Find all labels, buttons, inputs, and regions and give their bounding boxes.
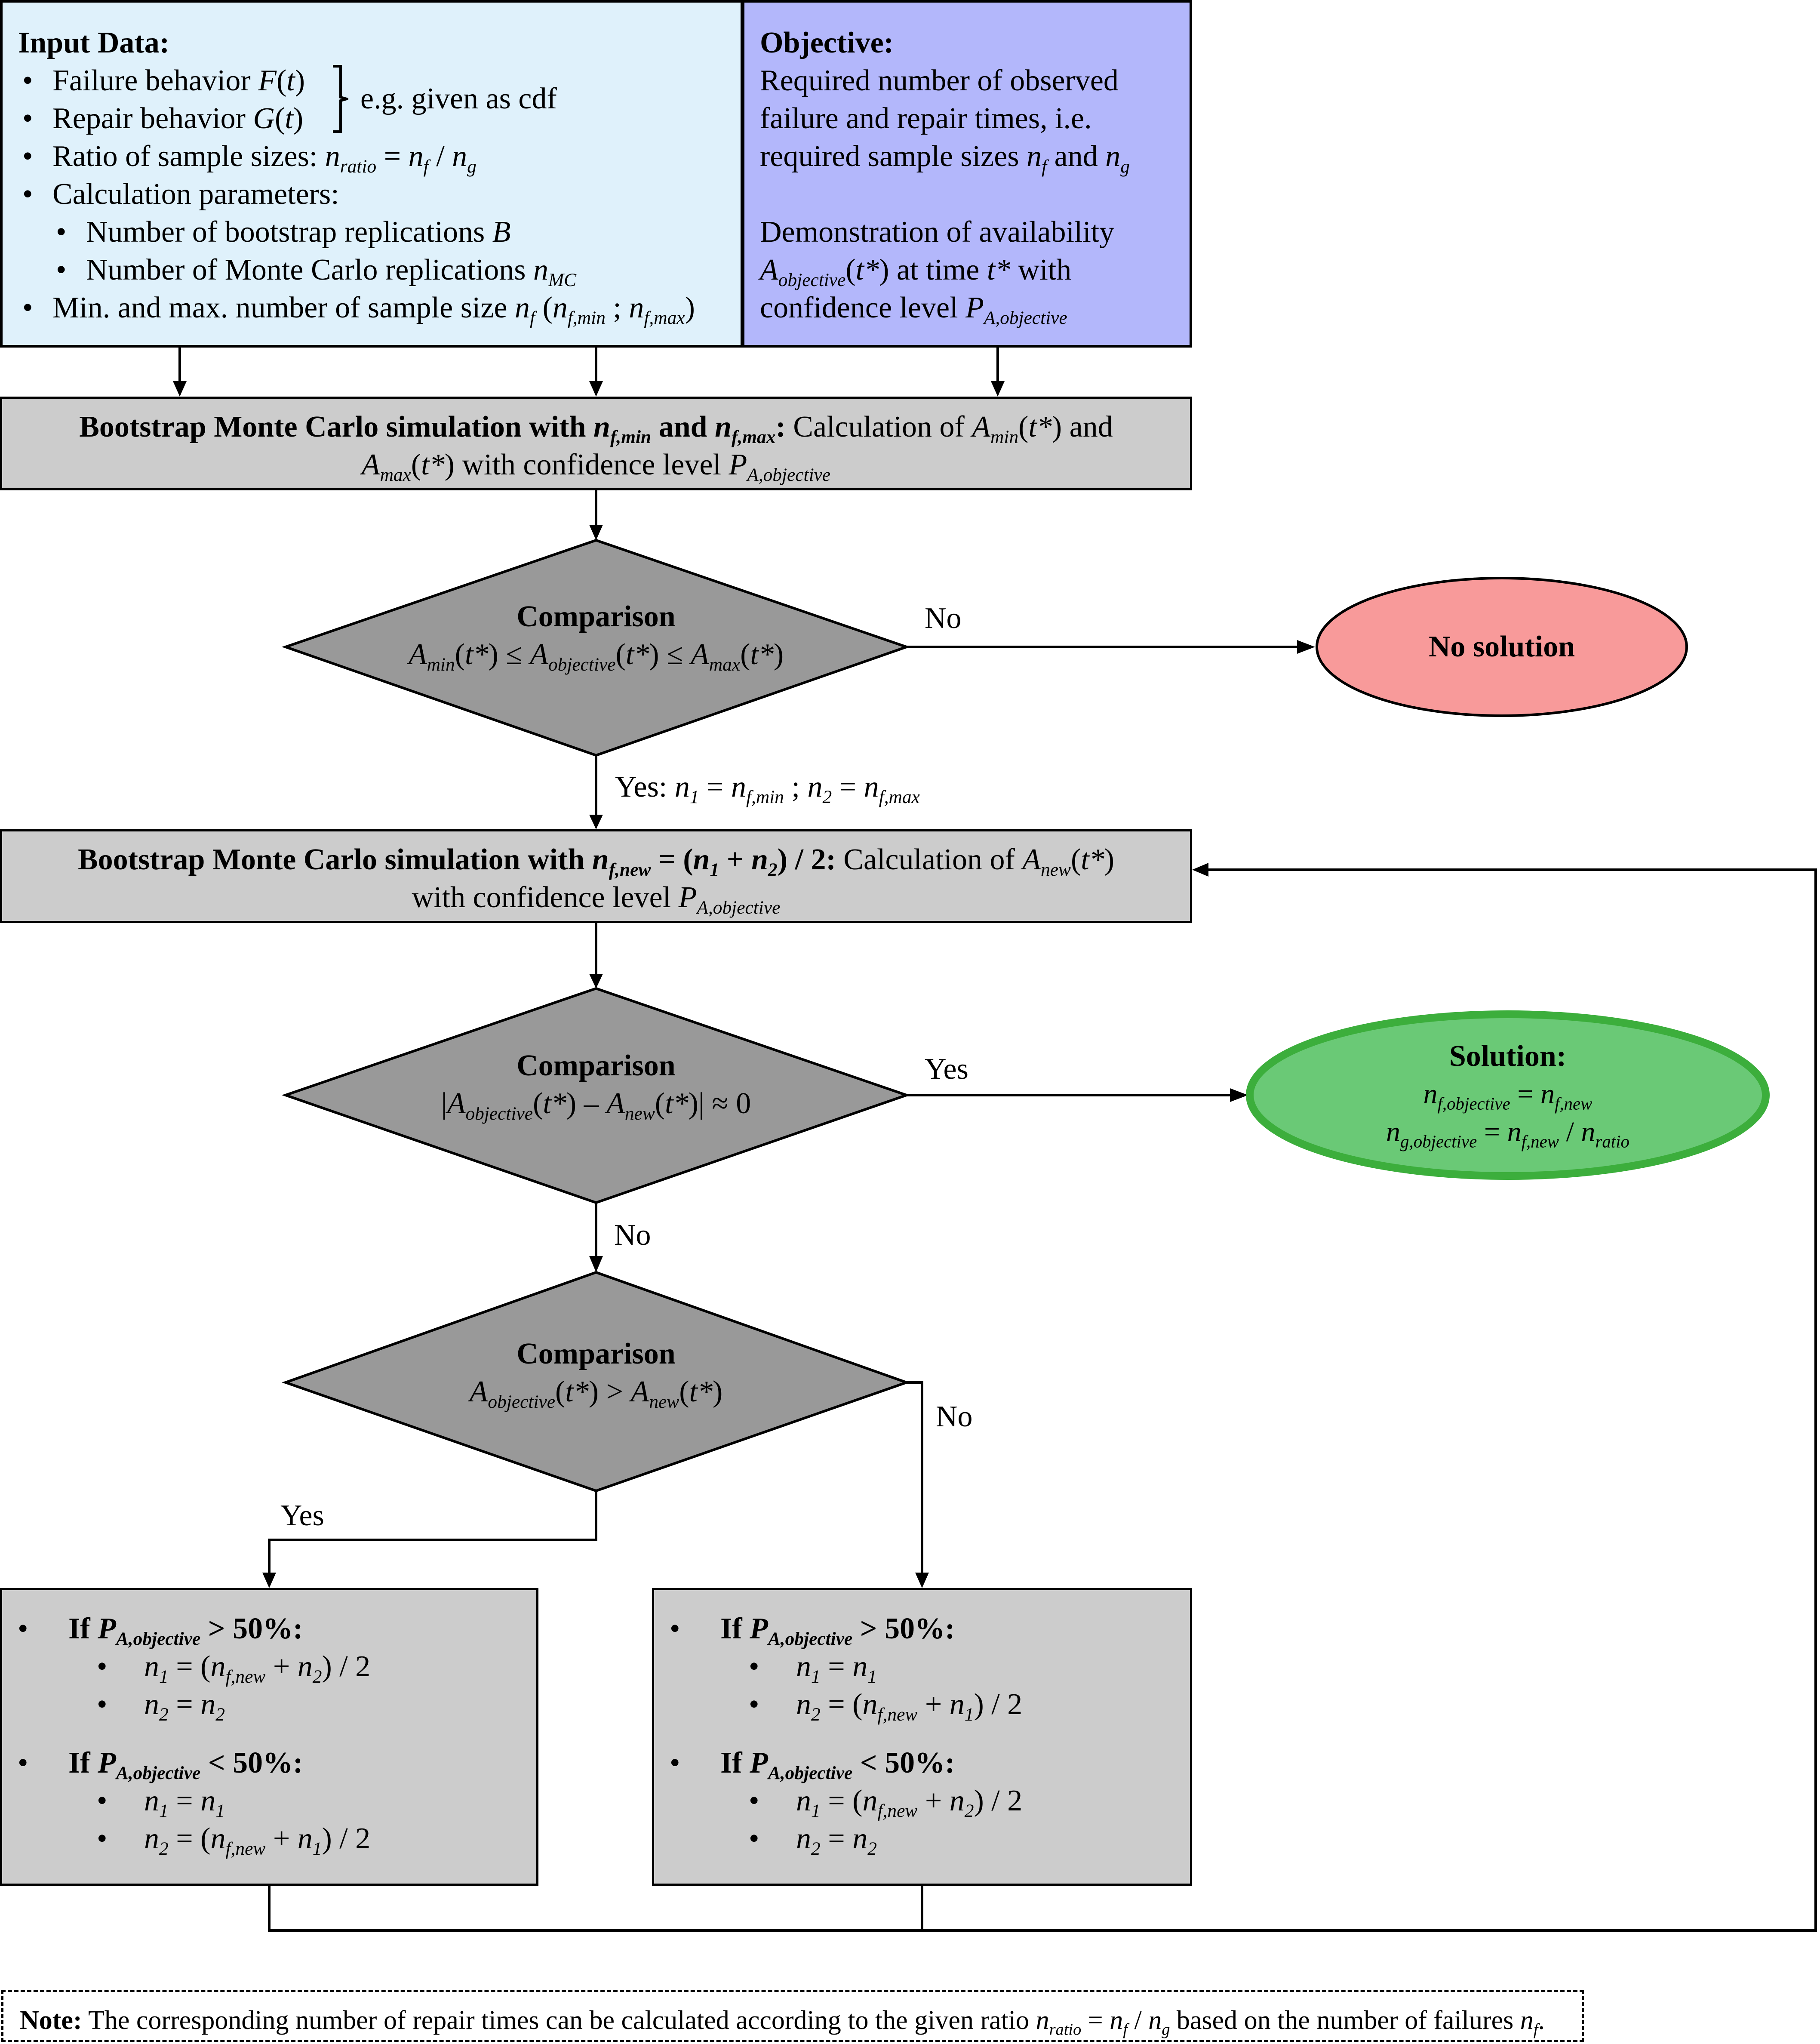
loop-back-line: [268, 868, 1817, 1932]
objective-box: Objective: Required number of observed f…: [743, 0, 1192, 348]
solution-ellipse: [1246, 1010, 1770, 1180]
mc-reps-label: Number of Monte Carlo replications: [86, 253, 526, 286]
step1-bold: Bootstrap Monte Carlo simulation with: [79, 410, 586, 443]
arrowhead: [915, 1573, 929, 1588]
arrowhead: [589, 974, 603, 988]
solution-text: Solution: nf,objective = nf,new ng,objec…: [1386, 1040, 1629, 1151]
objective-and: and: [1054, 140, 1098, 173]
comparison3-yes-label: Yes: [280, 1499, 324, 1532]
repair-behavior-label: Repair behavior: [52, 102, 246, 135]
input-data-box: Input Data: •Failure behavior F(t) •Repa…: [0, 0, 743, 348]
no-solution-label: No solution: [1428, 630, 1575, 663]
comparison1-text: Comparison Amin(t*) ≤ Aobjective(t*) ≤ A…: [408, 600, 784, 675]
comparison2-title: Comparison: [516, 1049, 676, 1082]
update-box-yes: •If PA,objective > 50%: •n1 = (nf,new + …: [0, 1588, 538, 1886]
comparison1-diamond: [281, 539, 911, 757]
step2-conf: with confidence level: [412, 881, 671, 914]
arrow-comparison3-no: [907, 1381, 923, 1573]
decision-shapes: [281, 539, 911, 1493]
brace-note: e.g. given as cdf: [360, 82, 557, 115]
arrowhead: [589, 815, 603, 829]
calc-params-label: Calculation parameters:: [52, 178, 339, 211]
step2-bootstrap-box: Bootstrap Monte Carlo simulation with nf…: [0, 829, 1192, 923]
objective-line3: required sample sizes: [760, 140, 1019, 173]
arrowhead: [589, 525, 603, 540]
step2-calc: Calculation of: [843, 843, 1015, 876]
step1-and2: and: [1069, 410, 1113, 443]
comparison2-no-label: No: [614, 1219, 651, 1252]
objective-line6: confidence level: [760, 291, 958, 324]
min-max-label: Min. and max. number of sample size: [52, 291, 507, 324]
objective-line2: failure and repair times, i.e.: [760, 102, 1092, 135]
arrow-comparison3-yes: [268, 1491, 597, 1573]
arrow-heads: [173, 381, 1315, 1588]
solution-title: Solution:: [1449, 1040, 1567, 1073]
objective-with: with: [1018, 253, 1072, 286]
brace-icon: [333, 65, 348, 133]
note-text: The corresponding number of repair times…: [88, 2006, 1030, 2035]
step1-conf: with confidence level: [462, 448, 721, 481]
comparison1-no-label: No: [925, 602, 962, 635]
comparison3-text: Comparison Aobjective(t*) > Anew(t*): [469, 1337, 723, 1413]
step2-bold: Bootstrap Monte Carlo simulation with: [77, 843, 585, 876]
step1-bootstrap-box: Bootstrap Monte Carlo simulation with nf…: [0, 397, 1192, 490]
comparison3-diamond: [281, 1271, 911, 1493]
step1-and: and: [658, 410, 707, 443]
arrowhead: [1297, 640, 1315, 654]
ratio-label: Ratio of sample sizes:: [52, 140, 318, 173]
arrowhead: [262, 1573, 276, 1588]
comparison2-text: Comparison |Aobjective(t*) – Anew(t*)| ≈…: [441, 1049, 751, 1124]
comparison1-title: Comparison: [516, 600, 676, 633]
objective-line1: Required number of observed: [760, 64, 1119, 97]
bootstrap-reps-label: Number of bootstrap replications: [86, 215, 485, 249]
comparison1-yes-label: Yes: n1 = nf,min ; n2 = nf,max: [615, 770, 920, 808]
arrowhead: [1230, 1088, 1248, 1102]
comparison3-title: Comparison: [516, 1337, 676, 1370]
note-box: Note: The corresponding number of repair…: [1, 1990, 1584, 2042]
failure-behavior-label: Failure behavior: [52, 64, 251, 97]
arrowhead: [589, 1256, 603, 1272]
arrowhead: [589, 381, 603, 397]
note-text2: based on the number of failures: [1176, 2006, 1514, 2035]
comparison2-yes-label: Yes: [925, 1053, 968, 1086]
arrowhead: [1192, 863, 1208, 877]
arrowhead: [991, 381, 1005, 397]
note-label: Note:: [20, 2006, 82, 2035]
objective-heading: Objective:: [760, 26, 894, 59]
connector-lines: [178, 348, 1817, 1932]
step1-calc: Calculation of: [793, 410, 965, 443]
objective-line5: at time: [896, 253, 980, 286]
no-solution-ellipse: [1316, 577, 1688, 717]
comparison3-no-label: No: [936, 1400, 973, 1433]
input-heading: Input Data:: [18, 26, 170, 59]
arrowhead: [173, 381, 187, 397]
comparison2-diamond: [281, 987, 911, 1204]
update-box-no: •If PA,objective > 50%: •n1 = n1 •n2 = (…: [652, 1588, 1192, 1886]
objective-line4: Demonstration of availability: [760, 215, 1115, 249]
